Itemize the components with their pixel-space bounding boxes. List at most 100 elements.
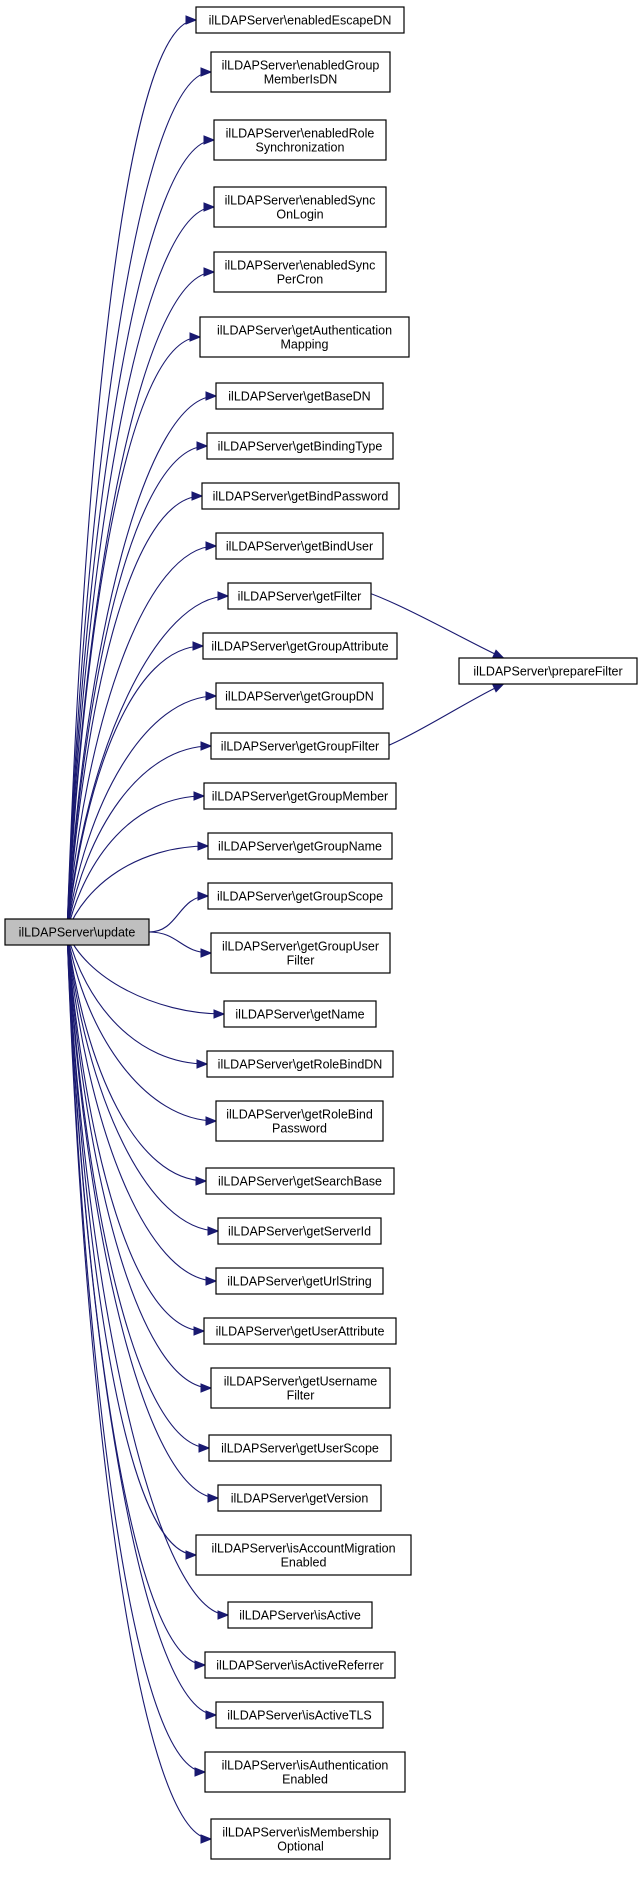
node-label: ilLDAPServer\getName	[235, 1008, 364, 1022]
node-label: ilLDAPServer\getBindingType	[218, 440, 383, 454]
node-label: OnLogin	[276, 208, 323, 222]
node-box	[210, 932, 391, 974]
node-getGroupDN[interactable]: ilLDAPServer\getGroupDN	[215, 682, 384, 710]
arrowhead	[200, 741, 213, 751]
node-box	[213, 251, 387, 293]
node-label: ilLDAPServer\getSearchBase	[218, 1175, 382, 1189]
edge-update-to-getUserAttribute	[66, 931, 206, 1336]
node-box	[203, 782, 397, 810]
node-label: ilLDAPServer\getBaseDN	[228, 390, 370, 404]
edge-update-to-getVersion	[66, 931, 220, 1503]
node-box	[217, 1484, 382, 1512]
node-getBindingType[interactable]: ilLDAPServer\getBindingType	[206, 432, 394, 460]
arrowhead	[195, 1176, 208, 1186]
node-box	[205, 1167, 395, 1195]
arrowhead	[194, 1660, 207, 1670]
edge-update-to-getGroupName	[66, 841, 210, 933]
node-label: Filter	[287, 1389, 315, 1403]
edge-path	[66, 445, 208, 933]
arrowhead	[197, 841, 210, 851]
node-getUrlString[interactable]: ilLDAPServer\getUrlString	[215, 1267, 384, 1295]
edge-path	[148, 895, 209, 933]
edge-path	[66, 495, 203, 933]
edge-path	[66, 336, 201, 933]
node-box	[199, 316, 410, 358]
edge-path	[66, 645, 204, 933]
node-getName[interactable]: ilLDAPServer\getName	[223, 1000, 377, 1028]
node-label: ilLDAPServer\enabledEscapeDN	[209, 14, 392, 28]
edge-path	[66, 695, 217, 933]
arrowhead	[207, 1226, 220, 1236]
node-getGroupAttribute[interactable]: ilLDAPServer\getGroupAttribute	[202, 632, 398, 660]
node-getGroupName[interactable]: ilLDAPServer\getGroupName	[207, 832, 393, 860]
node-getFilter[interactable]: ilLDAPServer\getFilter	[227, 582, 372, 610]
edge-path	[66, 395, 217, 933]
node-getSearchBase[interactable]: ilLDAPServer\getSearchBase	[205, 1167, 395, 1195]
node-label: ilLDAPServer\getGroupAttribute	[211, 640, 388, 654]
node-label: Password	[272, 1122, 327, 1136]
node-update[interactable]: ilLDAPServer\update	[4, 918, 150, 946]
node-isActive[interactable]: ilLDAPServer\isActive	[227, 1601, 373, 1629]
node-isActiveTLS[interactable]: ilLDAPServer\isActiveTLS	[215, 1701, 384, 1729]
node-label: ilLDAPServer\getGroupDN	[225, 690, 374, 704]
edge-path	[66, 931, 212, 1840]
node-label: ilLDAPServer\isActiveReferrer	[216, 1659, 383, 1673]
edge-path	[66, 931, 210, 1449]
node-getRoleBindDN[interactable]: ilLDAPServer\getRoleBindDN	[206, 1050, 394, 1078]
node-box	[204, 1751, 406, 1793]
arrowhead	[196, 441, 209, 451]
edge-update-to-getAuthenticationMapping	[66, 332, 202, 933]
node-box	[204, 1651, 396, 1679]
node-getUserAttribute[interactable]: ilLDAPServer\getUserAttribute	[203, 1317, 397, 1345]
node-label: ilLDAPServer\getServerId	[228, 1225, 371, 1239]
node-getBindUser[interactable]: ilLDAPServer\getBindUser	[215, 532, 384, 560]
node-label: Optional	[277, 1840, 324, 1854]
node-label: MemberIsDN	[264, 73, 338, 87]
node-box	[202, 632, 398, 660]
node-getUserScope[interactable]: ilLDAPServer\getUserScope	[208, 1434, 392, 1462]
node-getBindPassword[interactable]: ilLDAPServer\getBindPassword	[201, 482, 400, 510]
arrowhead	[189, 332, 202, 342]
edge-path	[66, 931, 206, 1773]
node-box	[195, 6, 405, 34]
edge-update-to-getBindPassword	[66, 491, 204, 933]
arrowhead	[213, 1009, 226, 1019]
node-getVersion[interactable]: ilLDAPServer\getVersion	[217, 1484, 382, 1512]
node-label: ilLDAPServer\enabledSync	[225, 259, 376, 273]
node-getGroupMember[interactable]: ilLDAPServer\getGroupMember	[203, 782, 397, 810]
nodes-layer: ilLDAPServer\update ilLDAPServer\enabledE…	[4, 6, 638, 1860]
edge-update-to-getGroupMember	[66, 791, 206, 933]
node-getGroupFilter[interactable]: ilLDAPServer\getGroupFilter	[210, 732, 390, 760]
node-label: ilLDAPServer\getBindUser	[226, 540, 373, 554]
arrowhead	[491, 649, 505, 659]
node-getServerId[interactable]: ilLDAPServer\getServerId	[217, 1217, 382, 1245]
node-box	[195, 1534, 412, 1576]
arrowhead	[193, 1326, 206, 1336]
node-prepareFilter[interactable]: ilLDAPServer\prepareFilter	[458, 657, 638, 685]
arrowhead	[185, 15, 198, 25]
node-enabledEscapeDN[interactable]: ilLDAPServer\enabledEscapeDN	[195, 6, 405, 34]
edge-update-to-isActive	[66, 931, 230, 1620]
edge-path	[66, 19, 197, 933]
node-label: ilLDAPServer\enabledGroup	[222, 59, 380, 73]
arrowhead	[205, 1116, 218, 1126]
node-box	[213, 186, 387, 228]
node-box	[210, 51, 391, 93]
node-isActiveReferrer[interactable]: ilLDAPServer\isActiveReferrer	[204, 1651, 396, 1679]
node-getBaseDN[interactable]: ilLDAPServer\getBaseDN	[215, 382, 384, 410]
arrowhead	[193, 791, 206, 801]
node-getGroupScope[interactable]: ilLDAPServer\getGroupScope	[207, 882, 393, 910]
edge-path	[66, 71, 212, 933]
edge-path	[66, 206, 215, 933]
